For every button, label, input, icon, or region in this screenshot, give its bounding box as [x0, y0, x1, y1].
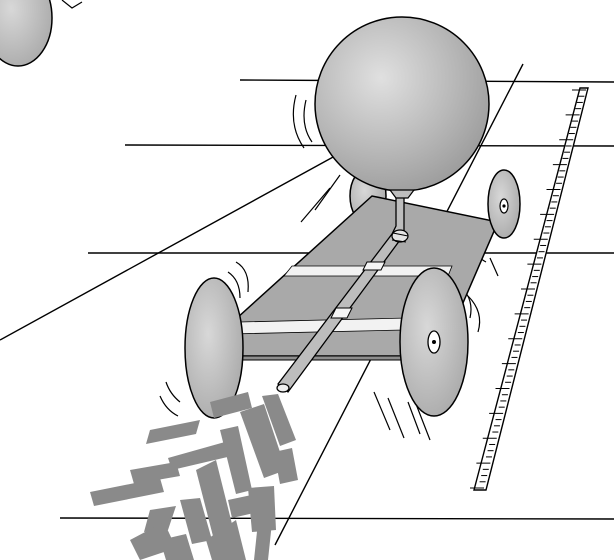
exhaust-stroke — [274, 448, 298, 484]
wheel-front-right — [399, 267, 469, 417]
exhaust-stroke — [160, 534, 194, 560]
exhaust-stroke — [262, 394, 296, 446]
exhaust-stroke — [144, 506, 176, 532]
motion-lines — [159, 94, 499, 441]
ruler-ticks — [470, 89, 586, 489]
exhaust-stroke — [228, 494, 258, 518]
partial-wheel-corner — [0, 0, 83, 67]
exhaust-stroke — [210, 392, 252, 418]
exhaust-stroke — [146, 420, 200, 444]
exhaust-stroke — [240, 404, 286, 478]
exhaust-stream — [90, 392, 298, 560]
floor-line-4 — [59, 517, 614, 520]
exhaust-stroke — [254, 522, 272, 560]
exhaust-stroke — [168, 440, 236, 470]
exhaust-stroke — [130, 462, 180, 484]
ruler — [470, 87, 589, 491]
straw — [276, 189, 409, 393]
perspective-line-left — [0, 144, 356, 341]
exhaust-stroke — [206, 520, 246, 560]
exhaust-stroke — [196, 460, 234, 540]
wheel-back-right — [487, 169, 521, 239]
exhaust-stroke — [220, 426, 252, 494]
exhaust-stroke — [180, 498, 212, 544]
balloon — [314, 14, 492, 199]
exhaust-stroke — [90, 478, 164, 506]
